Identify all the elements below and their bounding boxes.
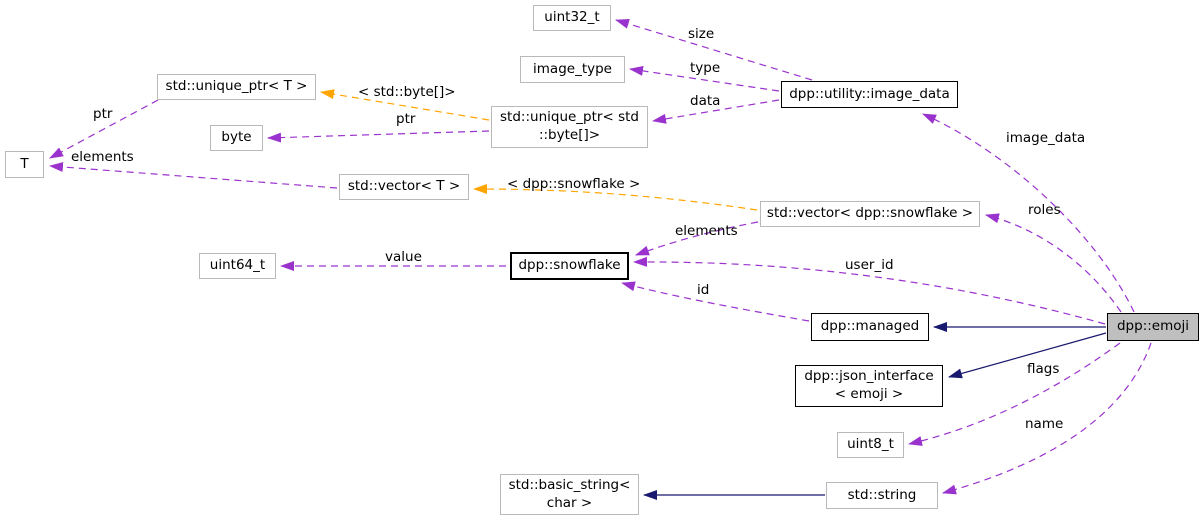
edge-snowflake-template (473, 184, 758, 211)
node-dpp-emoji[interactable]: dpp::emoji (1107, 313, 1199, 341)
node-uint32-t: uint32_t (533, 5, 611, 31)
node-dpp-json-interface-emoji[interactable]: dpp::json_interface < emoji > (795, 365, 943, 407)
node-std-unique-ptr-t: std::unique_ptr< T > (157, 74, 316, 100)
node-t: T (5, 151, 44, 178)
edge-label-size: size (688, 26, 715, 42)
edge-byte-template (320, 89, 490, 121)
node-uint64-t: uint64_t (199, 253, 276, 279)
edge-ptr-byte (267, 130, 490, 143)
node-uint8-t: uint8_t (837, 432, 904, 458)
edge-label-type: type (690, 60, 721, 76)
node-std-vector-t: std::vector< T > (339, 174, 469, 200)
edge-label-ptr-byte: ptr (396, 111, 416, 127)
edge-elements-t (49, 162, 338, 189)
edge-elements-vector (635, 221, 759, 256)
node-std-basic-string-char: std::basic_string< char > (500, 474, 639, 515)
node-byte: byte (210, 125, 263, 151)
edge-label-byte-template: < std::byte[]> (358, 84, 456, 100)
edge-size (615, 19, 813, 81)
edge-roles (985, 213, 1122, 313)
edge-flags (908, 342, 1121, 446)
edge-id (621, 281, 810, 322)
node-dpp-utility-image-data[interactable]: dpp::utility::image_data (781, 81, 958, 108)
edge-label-id: id (697, 282, 710, 298)
edge-ptr-t (49, 99, 159, 159)
edge-label-flags: flags (1027, 361, 1060, 377)
node-dpp-snowflake[interactable]: dpp::snowflake (510, 252, 629, 280)
edge-label-value: value (385, 249, 422, 265)
edge-label-data: data (690, 93, 721, 109)
node-std-unique-ptr-std-byte: std::unique_ptr< std ::byte[]> (491, 106, 648, 148)
edge-label-elements-t: elements (71, 149, 134, 165)
edge-inherit-json (948, 332, 1107, 379)
node-std-vector-dpp-snowflake: std::vector< dpp::snowflake > (760, 201, 980, 227)
node-dpp-managed[interactable]: dpp::managed (811, 313, 929, 341)
edge-label-roles: roles (1028, 202, 1061, 218)
edge-data (652, 99, 780, 124)
edge-label-ptr-t: ptr (93, 106, 113, 122)
edge-name (942, 342, 1152, 495)
edge-user-id (633, 256, 1106, 325)
edge-type (629, 65, 780, 92)
edge-label-snowflake-template: < dpp::snowflake > (507, 176, 641, 192)
edge-image-data (922, 113, 1135, 313)
edge-label-name: name (1025, 416, 1064, 432)
edge-label-image-data: image_data (1006, 130, 1086, 146)
node-image-type: image_type (520, 56, 625, 83)
edge-label-user-id: user_id (845, 257, 894, 273)
node-std-string: std::string (826, 482, 938, 509)
edge-label-elements-vector: elements (675, 223, 738, 239)
